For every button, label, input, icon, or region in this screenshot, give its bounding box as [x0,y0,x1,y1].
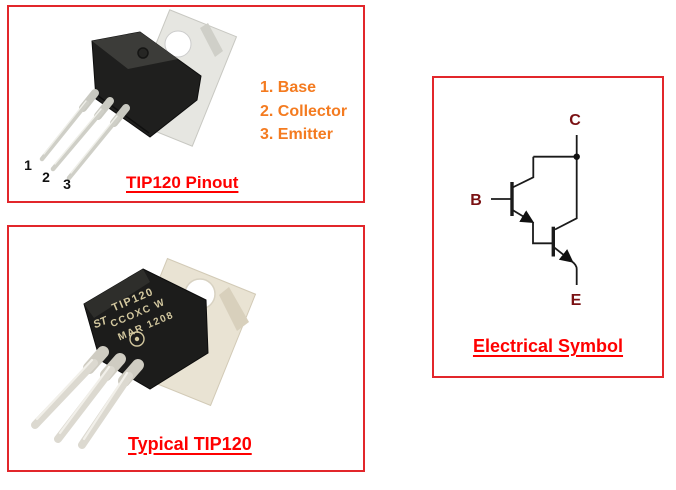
q1-collector-wire [512,156,535,189]
pin-3-label: 3 [63,176,71,192]
photo-panel: TIP120 CCOXC W MAR 1208 ST [7,225,365,472]
body-top-face [92,32,178,69]
compliance-mark-icon [129,331,145,347]
symbol-panel-title: Electrical Symbol [472,336,624,356]
pinout-panel-title: TIP120 Pinout [126,173,239,192]
legend-collector: 2. Collector [260,102,348,120]
q1-emitter-wire [512,209,535,224]
lead-2 [50,97,114,172]
emitter-lead [571,260,578,285]
photo-package-leads [31,346,144,449]
photo-lead-1 [31,346,109,429]
tip120-photo-illustration: TIP120 CCOXC W MAR 1208 ST [31,257,257,449]
package-leads [39,89,130,181]
legend-emitter: 3. Emitter [260,126,333,143]
junction-dot [573,153,580,160]
mounting-hole [164,30,192,58]
photo-lead-3 [78,359,144,449]
molding-dimple [137,47,149,59]
photo-panel-title: Typical TIP120 [128,434,252,454]
symbol-wires [491,135,580,285]
q2-collector-wire [554,156,578,231]
collector-terminal-label: C [569,112,581,129]
photo-lead-2 [54,353,126,443]
tab-bevel [200,23,223,57]
legend-base: 1. Base [260,79,317,96]
pin-1-label: 1 [24,157,32,173]
compliance-mark-dot [134,336,140,342]
pin-function-legend: 1. Base 2. Collector 3. Emitter [260,76,347,147]
photo-body-top-face [84,269,150,318]
symbol-panel: C B E Electrical Symbol [432,76,664,378]
q2-emitter-wire [553,246,574,263]
pinout-panel: 1 2 3 1. Base 2. Collector 3. Emitter TI… [7,5,365,203]
pin-number-labels: 1 2 3 [24,157,71,192]
darlington-symbol: C B E [470,112,581,309]
emitter-terminal-label: E [571,292,582,309]
st-brand-logo: ST [92,314,111,331]
pin-2-label: 2 [42,169,50,185]
base-terminal-label: B [470,192,482,209]
to220-package-illustration: 1 2 3 [24,9,238,192]
q1-to-q2-wire [532,222,553,245]
lead-3 [66,104,130,181]
lead-1 [39,89,99,162]
photo-tab-bevel [219,287,249,331]
terminal-labels: C B E [470,112,581,309]
